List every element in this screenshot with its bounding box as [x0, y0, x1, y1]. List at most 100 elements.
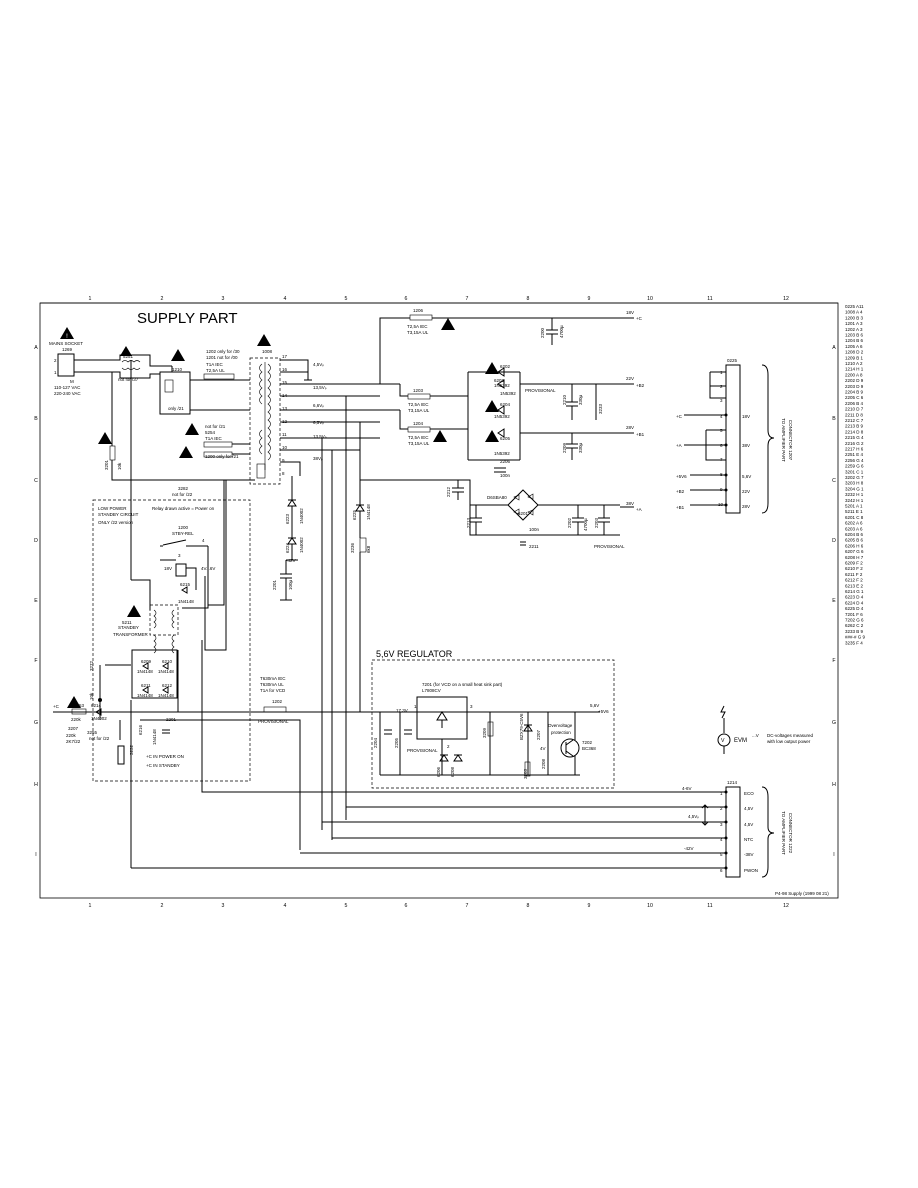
svg-text:10k: 10k	[89, 692, 94, 700]
warning-icon	[127, 605, 141, 617]
svg-text:4V: 4V	[540, 746, 546, 751]
svg-text:STANDBY: STANDBY	[118, 625, 139, 630]
svg-text:2: 2	[447, 744, 450, 749]
input-plus-c: +C 3253 220k 6214 1N4002 3255 not for /2…	[53, 696, 125, 765]
regulator-box	[371, 659, 615, 789]
mid-parts: 6223 1N4002 6224 1N4002 -42V 2201 100µ 6…	[258, 499, 371, 724]
parts-list-item: 2204 B 9	[845, 390, 864, 395]
page-title: SUPPLY PART	[137, 310, 238, 327]
svg-text:not for /22: not for /22	[172, 492, 193, 497]
connector-1207: 0225 1 2 3 4 5 6 7 8 9 10 18V 38V 5,6V 2…	[676, 358, 793, 514]
svg-text:3236: 3236	[350, 542, 355, 553]
col-label: 9	[588, 903, 591, 909]
svg-text:not for /37: not for /37	[118, 377, 139, 382]
svg-text:6216: 6216	[138, 724, 143, 735]
connector-1222: 1214 1 2 3 4 5 6 ECO 4,5V 4,5V NTC -38V …	[682, 780, 793, 878]
svg-text:not for /22: not for /22	[89, 736, 110, 741]
standby-circuit-box	[92, 499, 251, 782]
parts-list-item: 6210 F 2	[845, 566, 863, 571]
svg-text:4-6V: 4-6V	[682, 786, 692, 791]
svg-text:5254: 5254	[205, 430, 216, 435]
svg-text:2206: 2206	[500, 459, 511, 464]
fuse-notes: 1202 only for /30 1201 not for /00 T1A I…	[203, 349, 240, 380]
svg-text:ONLY /22 version: ONLY /22 version	[98, 520, 134, 525]
svg-text:1N5392: 1N5392	[494, 383, 510, 388]
parts-list-item: 6202 A 6	[845, 521, 863, 526]
svg-text:1201 not for /00: 1201 not for /00	[206, 355, 238, 360]
svg-text:2202: 2202	[567, 517, 572, 528]
warning-icon	[171, 349, 185, 361]
col-label: 5	[345, 903, 348, 909]
row-label: A	[832, 345, 836, 351]
svg-text:4,5V: 4,5V	[744, 822, 753, 827]
parts-list-item: 1200 B 3	[845, 315, 864, 320]
svg-text:2200: 2200	[540, 327, 545, 338]
svg-text:22V: 22V	[626, 376, 634, 381]
svg-text:100µ: 100µ	[288, 579, 293, 590]
svg-text:330µ: 330µ	[578, 394, 583, 405]
svg-text:...V: ...V	[752, 733, 759, 738]
svg-text:5211: 5211	[122, 620, 132, 625]
svg-text:+5V6: +5V6	[598, 709, 609, 714]
mains-voltage-2: 220-240 VAC	[54, 391, 81, 396]
svg-text:1N4002: 1N4002	[299, 537, 304, 553]
svg-text:T3,15A UL: T3,15A UL	[408, 408, 430, 413]
parts-list-item: 3233 B 9	[845, 629, 864, 634]
svg-text:with low output power: with low output power	[767, 739, 811, 744]
parts-list-item: 2214 D 8	[845, 429, 864, 434]
svg-text:22V: 22V	[742, 489, 750, 494]
svg-text:1N5392: 1N5392	[494, 414, 510, 419]
parts-list-item: 0225 A11	[845, 304, 864, 309]
col-label: 6	[405, 903, 408, 909]
svg-text:17: 17	[282, 354, 288, 359]
svg-text:220k: 220k	[66, 733, 77, 738]
row-label: D	[832, 538, 836, 544]
mains-socket: ! MAINS SOCKET 1269 2 1 M 110-127 VAC 22…	[49, 327, 83, 396]
svg-text:T2,5A UL: T2,5A UL	[206, 368, 225, 373]
svg-text:L7808CV: L7808CV	[422, 688, 441, 693]
svg-text:17,3V: 17,3V	[396, 708, 408, 713]
col-label: 9	[588, 296, 591, 302]
svg-text:6212: 6212	[162, 683, 173, 688]
svg-text:1N4148: 1N4148	[366, 504, 371, 520]
svg-text:PROVISIONAL: PROVISIONAL	[407, 748, 438, 753]
output-nets: 18V +C 22V +B2 28V +B1 38V +A	[626, 310, 645, 512]
svg-text:T2,5A IEC: T2,5A IEC	[408, 402, 429, 407]
col-label: 10	[647, 296, 653, 302]
svg-text:1: 1	[720, 791, 723, 796]
svg-text:2211: 2211	[529, 544, 539, 549]
warning-icon	[60, 327, 74, 339]
parts-list-item: 1204 B 6	[845, 338, 864, 343]
svg-text:4700µ: 4700µ	[559, 325, 564, 338]
row-label: C	[34, 478, 38, 484]
parts-list-item: ###-# G 9	[845, 635, 866, 640]
svg-text:5,6V REGULATOR: 5,6V REGULATOR	[376, 649, 453, 659]
parts-list-item: 2216 G 2	[845, 441, 864, 446]
svg-text:6201: 6201	[518, 511, 529, 516]
svg-text:BZX79-C5V6: BZX79-C5V6	[519, 713, 524, 740]
svg-text:6202: 6202	[500, 364, 511, 369]
svg-text:100n: 100n	[500, 473, 511, 478]
svg-text:6225: 6225	[352, 509, 357, 520]
svg-text:38V: 38V	[626, 501, 634, 506]
parts-list-item: 2210 D 7	[845, 407, 864, 412]
svg-text:PROVISIONAL: PROVISIONAL	[594, 544, 625, 549]
svg-text:2213: 2213	[466, 517, 471, 528]
resistor-3201: 3201 10k	[98, 432, 122, 470]
svg-text:6204: 6204	[500, 402, 511, 407]
warning-icon	[433, 430, 447, 442]
row-label: G	[832, 720, 836, 726]
col-label: 2	[161, 296, 164, 302]
parts-list-item: 2259 G 6	[845, 464, 864, 469]
svg-text:1202: 1202	[272, 699, 283, 704]
mains-heading: MAINS SOCKET	[49, 341, 83, 346]
svg-text:16: 16	[282, 367, 288, 372]
svg-text:NTC: NTC	[744, 837, 754, 842]
svg-text:4: 4	[720, 414, 723, 419]
svg-text:13,5Vₚ: 13,5Vₚ	[313, 434, 327, 439]
svg-text:+C IN STANDBY: +C IN STANDBY	[146, 763, 180, 768]
col-label: 12	[783, 296, 789, 302]
parts-list-item: 6214 G 1	[845, 589, 864, 594]
svg-text:1210: 1210	[172, 367, 183, 372]
